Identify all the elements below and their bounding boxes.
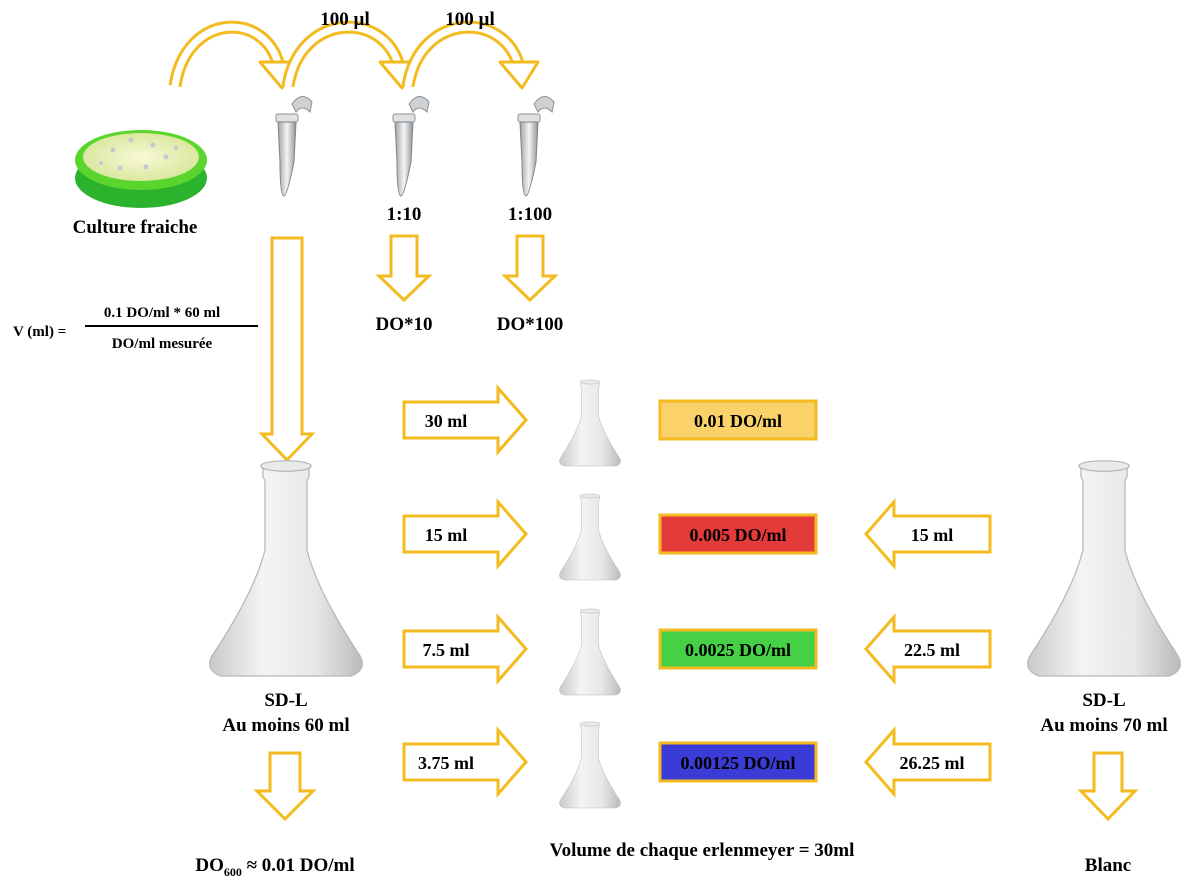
down-arrow-blank [1077, 751, 1139, 822]
transfer-volume-1: 100 µl [320, 9, 369, 30]
microtube-icon [392, 96, 430, 197]
plate-label: Culture fraiche [73, 217, 198, 238]
stock-flask-name: SD-L [264, 690, 307, 711]
transfer-curve-fill-3 [404, 23, 524, 87]
formula-numerator: 0.1 DO/ml * 60 ml [104, 305, 220, 321]
down-arrow-od [253, 751, 317, 822]
stock-flask-icon [209, 460, 363, 677]
culture-volume-label-1: 30 ml [425, 411, 468, 431]
formula-lhs: V (ml) = [13, 324, 66, 340]
down-arrow-dilution-1 [375, 234, 433, 303]
culture-volume-arrow-4 [402, 726, 528, 798]
erlenmeyer-icon-3 [559, 608, 621, 696]
transfer-arrows [168, 20, 540, 90]
dilution-result-2: DO*100 [497, 314, 564, 335]
concentration-label-3: 0.0025 DO/ml [685, 640, 791, 660]
concentration-label-4: 0.00125 DO/ml [681, 753, 796, 773]
medium-volume-label-2: 15 ml [911, 525, 954, 545]
petri-dish-icon [75, 130, 207, 208]
stock-flask-volume: Au moins 60 ml [222, 715, 349, 736]
medium-volume-arrow-4 [864, 726, 992, 798]
blank-flask-volume: Au moins 70 ml [1040, 715, 1167, 736]
concentration-label-1: 0.01 DO/ml [694, 411, 782, 431]
medium-volume-label-4: 26.25 ml [900, 753, 965, 773]
concentration-box-1 [658, 399, 818, 441]
blank-label: Blanc [1085, 855, 1131, 876]
culture-volume-arrow-3 [402, 613, 528, 685]
erlenmeyer-icon-1 [559, 379, 621, 467]
culture-volume-label-4: 3.75 ml [418, 753, 474, 773]
dilution-ratio-2: 1:100 [508, 204, 552, 225]
microtube-icon [275, 96, 313, 197]
microtube-icon [517, 96, 555, 197]
blank-flask-icon [1027, 460, 1181, 677]
od-result: DO600 ≈ 0.01 DO/ml [195, 855, 354, 879]
footer-note: Volume de chaque erlenmeyer = 30ml [550, 840, 855, 861]
volume-formula: V (ml) = 0.1 DO/ml * 60 ml DO/ml mesurée [13, 305, 258, 352]
formula-denominator: DO/ml mesurée [112, 336, 213, 352]
down-arrow-dilution-2 [501, 234, 559, 303]
concentration-box-4 [658, 741, 818, 783]
blank-flask-name: SD-L [1082, 690, 1125, 711]
down-arrow-to-stock [258, 236, 316, 463]
medium-volume-label-3: 22.5 ml [904, 640, 960, 660]
dilution-ratio-1: 1:10 [387, 204, 422, 225]
erlenmeyer-icon-4 [559, 721, 621, 809]
concentration-box-3 [658, 628, 818, 670]
concentration-box-2 [658, 513, 818, 555]
culture-volume-label-3: 7.5 ml [423, 640, 470, 660]
medium-volume-arrow-2 [864, 498, 992, 570]
medium-volume-arrow-3 [864, 613, 992, 685]
transfer-curve-fill-2 [284, 23, 404, 87]
concentration-label-2: 0.005 DO/ml [690, 525, 787, 545]
culture-volume-arrow-1 [402, 384, 528, 456]
transfer-arrowhead-3 [498, 60, 540, 90]
culture-volume-arrow-2 [402, 498, 528, 570]
erlenmeyer-icon-2 [559, 493, 621, 581]
transfer-volume-2: 100 µl [445, 9, 494, 30]
transfer-curve-fill-1 [171, 23, 284, 87]
dilution-result-1: DO*10 [376, 314, 433, 335]
culture-volume-label-2: 15 ml [425, 525, 468, 545]
